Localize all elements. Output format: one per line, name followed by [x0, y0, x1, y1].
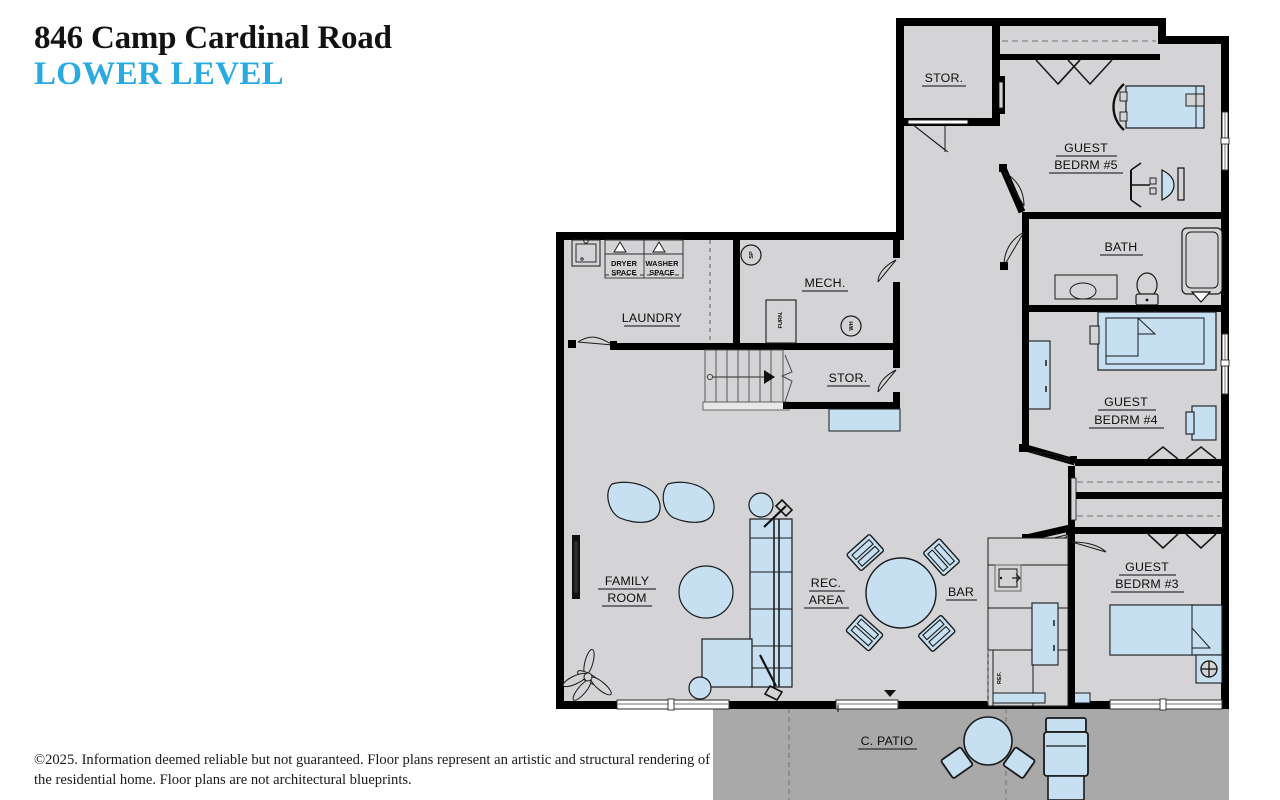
interior-floor-fill	[560, 18, 1229, 708]
staircase	[702, 349, 793, 411]
plant-decoration	[562, 648, 612, 701]
room-label-family-line2: ROOM	[607, 591, 646, 605]
family-room: FAMILY ROOM	[562, 481, 734, 701]
room-label-rec-line2: AREA	[809, 593, 844, 607]
center-spine-wall	[1019, 444, 1075, 709]
laundry-room: DRYER SPACE WASHER SPACE LAUNDRY	[568, 238, 736, 350]
rec-area: REC. AREA	[804, 576, 849, 609]
room-label-guest-5-line1: GUEST	[1064, 141, 1108, 155]
guest-bedrm-5: GUEST BEDRM #5	[997, 28, 1230, 219]
mid-storage-room: STOR.	[783, 350, 901, 432]
refrigerator-label: REF.	[997, 671, 1003, 684]
room-label-mech: MECH.	[805, 276, 846, 290]
back-to-back-closets	[1068, 445, 1222, 550]
water-heater-tag-circle	[840, 315, 862, 337]
water-heater-tag-text: WH	[849, 321, 855, 330]
copyright-disclaimer: ©2025. Information deemed reliable but n…	[34, 752, 711, 789]
level-subtitle: LOWER LEVEL	[34, 55, 284, 92]
room-label-patio: C. PATIO	[861, 734, 914, 748]
floor-fills	[560, 18, 1229, 800]
bottom-windows	[616, 698, 899, 711]
sectional-sofa	[688, 492, 794, 702]
washer-space-line2: SPACE	[649, 268, 674, 277]
room-label-family-line1: FAMILY	[605, 574, 649, 588]
room-label-guest-3-line2: BEDRM #3	[1115, 577, 1179, 591]
covered-patio-fill	[713, 705, 1229, 800]
stair-up-arrow	[764, 370, 775, 384]
guest-bedrm-4: GUEST BEDRM #4	[1019, 311, 1230, 466]
dryer-space-line1: DRYER	[611, 259, 638, 268]
bar-dining-set: BAR	[845, 534, 977, 652]
room-label-guest-4-line2: BEDRM #4	[1094, 413, 1158, 427]
room-label-guest-4-line1: GUEST	[1104, 395, 1148, 409]
dryer-space-line2: SPACE	[611, 268, 636, 277]
guest-bedrm-3: GUEST BEDRM #3	[1022, 524, 1223, 711]
covered-patio: C. PATIO	[858, 692, 1089, 800]
room-label-bar: BAR	[948, 585, 974, 599]
bath-room: BATH	[1000, 219, 1223, 312]
room-label-guest-3-line1: GUEST	[1125, 560, 1169, 574]
washer-space-line1: WASHER	[645, 259, 679, 268]
patio-score-lines	[788, 708, 1007, 800]
sump-pump-tag-circle	[740, 244, 762, 266]
floor-lamp-bottom	[759, 654, 784, 702]
room-label-laundry: LAUNDRY	[622, 311, 682, 325]
exterior-details	[837, 690, 896, 712]
room-label-guest-5-line2: BEDRM #5	[1054, 158, 1118, 172]
sump-pump-tag-text: SP	[749, 251, 755, 259]
room-label-stor-mid: STOR.	[829, 371, 868, 385]
mechanical-room: FURN. SP WH MECH.	[733, 240, 900, 350]
exterior-walls	[556, 18, 1229, 709]
furnace-label: FURN.	[778, 311, 784, 329]
bar-counter: REF.	[987, 537, 1107, 707]
upper-storage-room: STOR.	[907, 71, 969, 153]
title-block: 846 Camp Cardinal Road LOWER LEVEL	[34, 20, 392, 92]
page-title: 846 Camp Cardinal Road	[34, 20, 392, 56]
room-label-bath: BATH	[1105, 240, 1138, 254]
patio-round-corner	[1180, 705, 1229, 800]
room-label-stor-upper: STOR.	[925, 71, 964, 85]
floor-lamp-top	[763, 498, 794, 528]
room-label-rec-line1: REC.	[811, 576, 841, 590]
